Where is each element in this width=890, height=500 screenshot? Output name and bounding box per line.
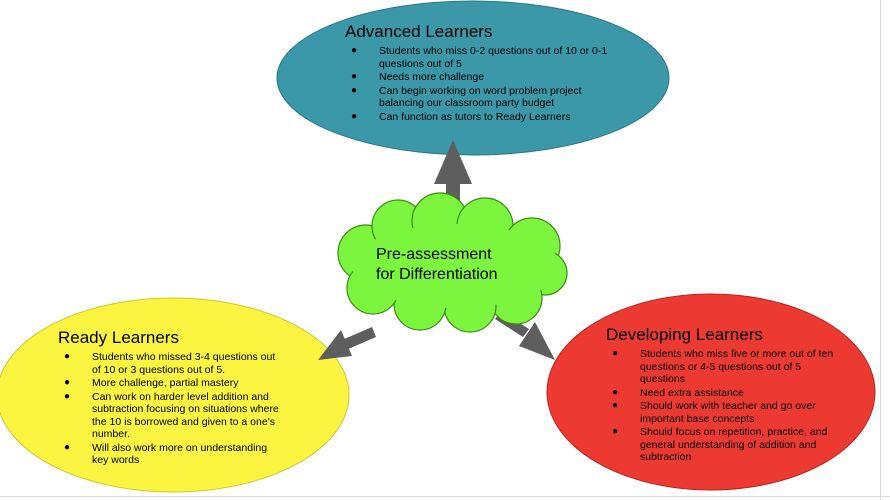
advanced-learners-list: ●Students who miss 0-2 questions out of … [345, 45, 615, 123]
ready-learners-title: Ready Learners [58, 328, 179, 347]
bullet-icon: ● [351, 110, 358, 122]
developing-item: ●Should work with teacher and go over im… [612, 400, 816, 425]
developing-ellipse [546, 293, 876, 491]
bullet-icon: ● [612, 348, 619, 359]
cloud-label-line1: Pre-assessment [376, 246, 492, 263]
right-border [880, 0, 881, 500]
bullet-icon: ● [612, 400, 619, 411]
developing-item: ●Need extra assistance [612, 386, 744, 399]
bullet-icon: ● [351, 71, 358, 82]
bullet-icon: ● [351, 84, 358, 96]
arrow-left [318, 327, 376, 360]
ready-ellipse [0, 297, 350, 493]
ready-learners-list: ●Students who missed 3-4 questions out o… [58, 351, 283, 467]
developing-item: ●Should focus on repetition, practice, a… [612, 426, 828, 463]
ready-item: ●Students who missed 3-4 questions out o… [64, 351, 276, 376]
bullet-icon: ● [351, 45, 358, 56]
advanced-ellipse [276, 0, 670, 156]
ready-item: ●Will also work more on understanding ke… [64, 441, 268, 467]
bullet-icon: ● [64, 377, 71, 388]
advanced-item: ●Can begin working on word problem proje… [351, 84, 582, 110]
bottom-border [0, 496, 890, 497]
bullet-icon: ● [612, 426, 619, 437]
advanced-learners-block: Advanced Learners ●Students who miss 0-2… [345, 22, 615, 124]
cloud-label-line2: for Differentiation [376, 266, 498, 283]
cloud-label: Pre-assessment for Differentiation [376, 245, 536, 285]
advanced-item: ●Needs more challenge [351, 71, 485, 83]
bullet-icon: ● [612, 386, 619, 398]
developing-learners-list: ●Students who miss five or more out of t… [606, 348, 836, 464]
advanced-item: ●Can function as tutors to Ready Learner… [351, 110, 571, 123]
developing-learners-block: Developing Learners ●Students who miss f… [606, 325, 836, 465]
ready-item: ●Can work on harder level addition and s… [64, 390, 279, 441]
developing-item: ●Students who miss five or more out of t… [612, 348, 834, 385]
bullet-icon: ● [64, 351, 71, 362]
developing-learners-title: Developing Learners [606, 325, 763, 344]
bullet-icon: ● [64, 390, 71, 402]
cloud-fill-core [352, 224, 560, 308]
ready-item: ●More challenge, partial mastery [64, 377, 239, 389]
advanced-item: ●Students who miss 0-2 questions out of … [351, 45, 608, 70]
ready-learners-block: Ready Learners ●Students who missed 3-4 … [58, 328, 283, 468]
advanced-learners-title: Advanced Learners [345, 22, 493, 41]
bullet-icon: ● [64, 441, 71, 453]
